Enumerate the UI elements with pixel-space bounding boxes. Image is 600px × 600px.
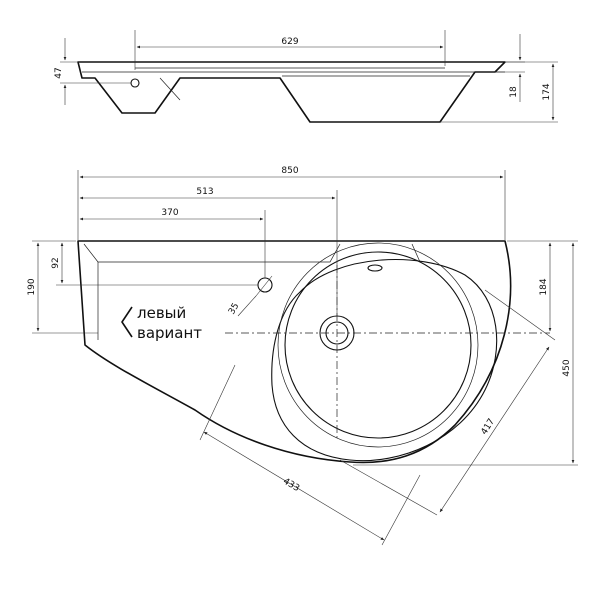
- side-tap-hole: [130, 78, 140, 88]
- dim-433: 433: [281, 477, 301, 494]
- dim-92: 92: [51, 257, 61, 268]
- dim-850: 850: [281, 166, 298, 176]
- bowl-rim-outer: [271, 258, 498, 462]
- dim-35: 35: [227, 302, 241, 317]
- variant-note-line1: левый: [137, 304, 186, 322]
- dim-370: 370: [161, 208, 178, 218]
- dim-629: 629: [281, 37, 298, 47]
- dim-450: 450: [562, 359, 572, 376]
- dim-47: 47: [54, 67, 64, 78]
- overflow-slot: [367, 264, 383, 272]
- left-arrow-bracket-icon: [121, 306, 133, 338]
- top-view: 35 850 513 370 190 92 184 45: [27, 166, 578, 546]
- dim-417: 417: [480, 417, 498, 437]
- dim-18: 18: [509, 86, 519, 98]
- sink-outline: [77, 240, 512, 464]
- side-view: 629 47 18 174: [54, 30, 558, 123]
- dim-174: 174: [542, 83, 552, 100]
- dim-513: 513: [196, 187, 213, 197]
- side-profile: [77, 61, 506, 123]
- dim-190: 190: [27, 278, 37, 295]
- bowl-inner: [284, 251, 472, 439]
- variant-note-line2: вариант: [137, 324, 202, 342]
- dim-184: 184: [539, 278, 549, 295]
